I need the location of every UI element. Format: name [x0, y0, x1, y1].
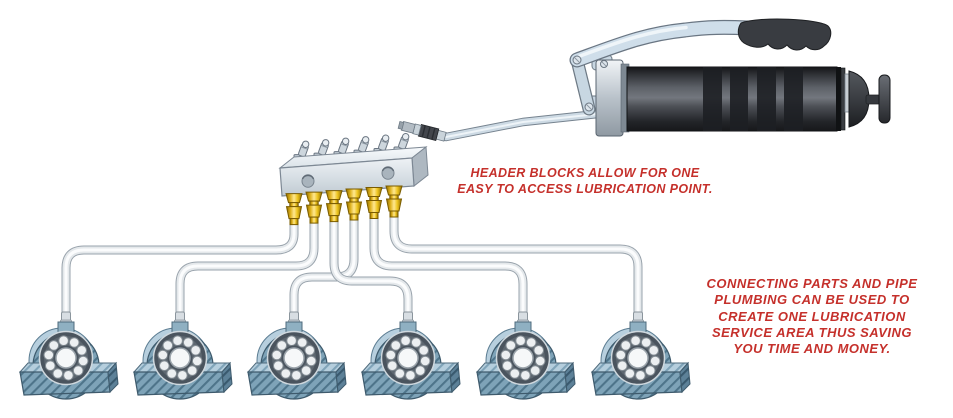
- gun-plunger-handle: [844, 70, 891, 128]
- header-block: [278, 131, 429, 226]
- gun-barrel: [626, 66, 846, 132]
- connecting-note: CONNECTING PARTS AND PIPE PLUMBING CAN B…: [706, 276, 918, 357]
- grease-gun: [397, 18, 891, 142]
- pillow-block-bearing: [361, 311, 461, 400]
- lubrication-tubes: [66, 217, 638, 316]
- gun-handle-lever: [569, 19, 756, 116]
- gun-coupler-nozzle: [397, 120, 447, 142]
- pillow-block-bearings: [19, 311, 691, 400]
- pillow-block-bearing: [133, 311, 233, 400]
- brass-fitting: [325, 190, 343, 223]
- brass-fitting: [365, 187, 383, 219]
- brass-fitting: [305, 191, 323, 224]
- pillow-block-bearing: [19, 311, 119, 400]
- gun-head-cap: [595, 59, 630, 137]
- brass-fitting: [285, 193, 303, 226]
- header-block-note: HEADER BLOCKS ALLOW FOR ONE EASY TO ACCE…: [457, 166, 713, 196]
- brass-fitting: [345, 188, 363, 221]
- gun-grip: [737, 18, 832, 51]
- header-block-front-face: [279, 157, 415, 197]
- pillow-block-bearing: [476, 311, 576, 400]
- gun-pipe: [441, 107, 621, 142]
- brass-fitting: [385, 185, 403, 218]
- gun-pivot-screws: [572, 55, 608, 112]
- pillow-block-bearing: [247, 311, 347, 400]
